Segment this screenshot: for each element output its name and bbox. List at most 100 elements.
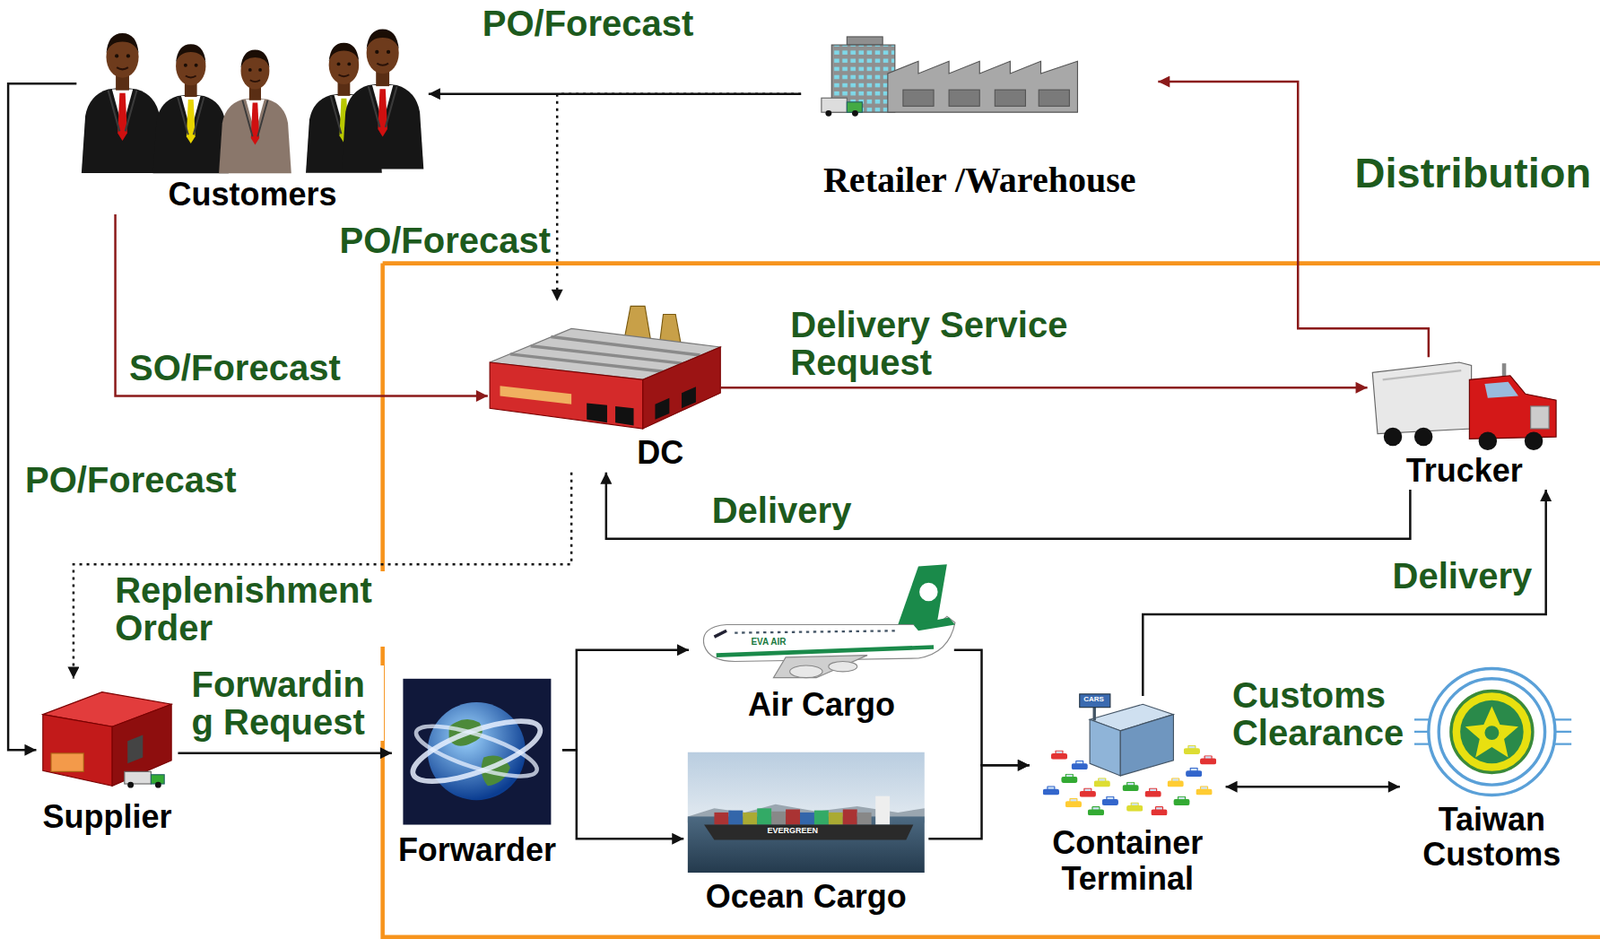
sign-text: CARS <box>1083 695 1105 704</box>
ship-picture <box>687 752 925 873</box>
flow-connector <box>177 751 392 755</box>
depot-picture <box>654 398 670 420</box>
ship-picture <box>785 808 800 825</box>
port-picture <box>1185 767 1202 777</box>
flow-label: PO/Forecast <box>22 460 240 499</box>
vendor-picture <box>112 704 172 786</box>
flow-connector <box>928 765 1030 839</box>
port-picture <box>1089 719 1121 776</box>
port-picture <box>1195 785 1212 795</box>
truck-picture <box>1469 375 1557 440</box>
truck-picture <box>1524 431 1543 450</box>
store-picture <box>846 36 883 45</box>
flow-label: PO/Forecast <box>479 4 697 43</box>
globe-picture <box>402 678 551 826</box>
port-picture <box>1087 806 1105 816</box>
depot-picture <box>510 337 701 373</box>
flow-connector <box>606 472 1411 540</box>
port-picture <box>1051 749 1068 759</box>
port-picture <box>1126 802 1143 812</box>
globe-picture <box>427 702 526 800</box>
flow-connector <box>562 749 684 839</box>
ship-picture <box>875 796 890 826</box>
ship-picture <box>814 810 829 826</box>
depot-picture <box>586 403 608 424</box>
seal-picture <box>1451 690 1533 773</box>
plane-picture <box>897 564 948 625</box>
truck-node: Trucker <box>1367 356 1562 490</box>
ship-picture <box>843 808 858 825</box>
store-node: Retailer /Warehouse <box>800 38 1158 202</box>
flow-connector <box>562 650 689 751</box>
truck-picture <box>1372 362 1557 451</box>
logo-text: EVA AIR <box>750 637 786 647</box>
store-picture <box>948 89 980 106</box>
port-picture <box>1150 806 1167 816</box>
truck-picture <box>1372 362 1471 435</box>
truck-picture <box>1478 431 1497 450</box>
flow-connector <box>1226 785 1400 789</box>
hull-text: EVERGREEN <box>767 826 819 835</box>
port-picture <box>1183 745 1200 755</box>
vendor-picture <box>43 714 113 787</box>
seal-picture <box>1465 706 1519 758</box>
globe-picture <box>411 715 542 786</box>
plane-picture <box>713 630 727 637</box>
ship-picture <box>828 812 844 826</box>
people-picture <box>153 43 229 174</box>
globe-node: Forwarder <box>391 673 563 870</box>
port-node: Container Terminal <box>1029 695 1227 898</box>
node-label: Ocean Cargo <box>705 878 907 915</box>
plane-node: Air Cargo <box>688 558 955 724</box>
node-label: Forwarder <box>398 832 557 869</box>
ship-picture <box>800 812 815 826</box>
depot-node: DC <box>487 301 721 473</box>
flow-label: Forwardin g Request <box>188 665 384 741</box>
vendor-picture <box>155 782 162 789</box>
globe-picture <box>406 709 548 794</box>
ship-picture <box>704 825 914 841</box>
people-picture <box>218 49 292 174</box>
port-picture <box>1043 785 1060 795</box>
node-label: Customers <box>168 176 338 213</box>
truck-picture <box>1383 427 1402 446</box>
node-label: Container Terminal <box>1029 825 1227 896</box>
store-picture <box>821 36 1079 117</box>
port-picture <box>1093 706 1096 722</box>
flow-label: SO/Forecast <box>126 348 344 387</box>
plane-picture <box>913 617 956 632</box>
store-picture <box>903 89 934 106</box>
vendor-node: Supplier <box>35 678 178 837</box>
ship-picture <box>713 812 729 826</box>
flow-connector <box>428 92 801 96</box>
globe-picture <box>402 678 551 826</box>
flow-label: Delivery <box>709 491 855 530</box>
seal-picture <box>1460 700 1524 765</box>
port-picture <box>1200 755 1217 765</box>
store-picture <box>852 110 859 117</box>
flow-connector <box>556 94 801 302</box>
port-picture <box>1071 760 1088 770</box>
plane-picture <box>790 665 823 679</box>
vendor-picture <box>51 753 84 772</box>
depot-picture <box>500 385 573 404</box>
plane-picture <box>716 647 934 656</box>
depot-picture <box>615 406 634 427</box>
ship-picture <box>756 808 772 825</box>
port-picture <box>1120 714 1174 776</box>
region-outline <box>382 263 1600 938</box>
truck-picture <box>1414 427 1433 446</box>
flow-connector <box>1142 489 1546 696</box>
seal-picture <box>1438 678 1545 785</box>
store-picture <box>825 110 832 117</box>
flow-connector <box>954 650 1030 766</box>
plane-picture <box>703 616 955 661</box>
flow-connector <box>8 83 77 750</box>
people-picture <box>81 33 164 174</box>
ship-picture <box>687 816 925 873</box>
depot-picture <box>489 362 644 429</box>
port-picture <box>1122 782 1140 792</box>
node-label: Trucker <box>1406 452 1523 489</box>
